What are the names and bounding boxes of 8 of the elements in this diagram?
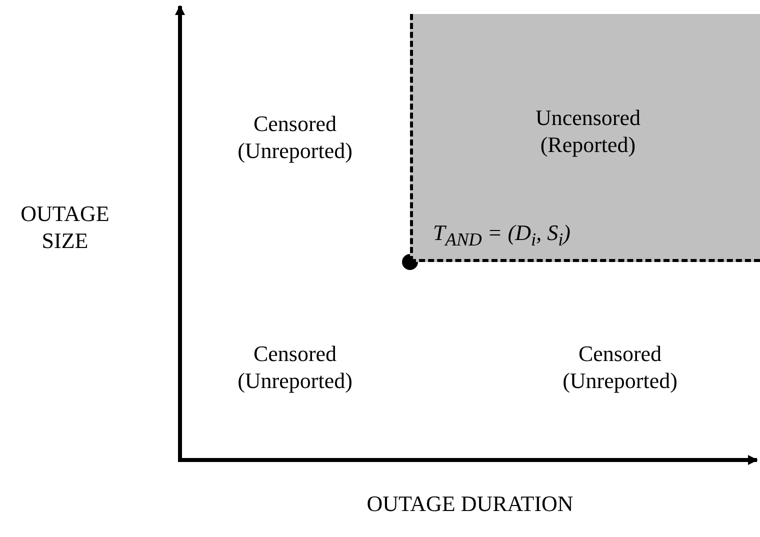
region-label: Censored (Unreported): [236, 110, 354, 164]
region-label: Censored (Unreported): [236, 340, 354, 394]
formula: T$_{AND}$ = (D$_{i}$, S$_{i}$): [433, 219, 570, 252]
axis-title: OUTAGE DURATION: [366, 490, 574, 517]
axis-title: OUTAGE SIZE: [20, 200, 110, 254]
shaded-region: [410, 14, 760, 262]
region-label: Uncensored (Reported): [534, 104, 642, 158]
region-label: Censored (Unreported): [562, 340, 678, 394]
